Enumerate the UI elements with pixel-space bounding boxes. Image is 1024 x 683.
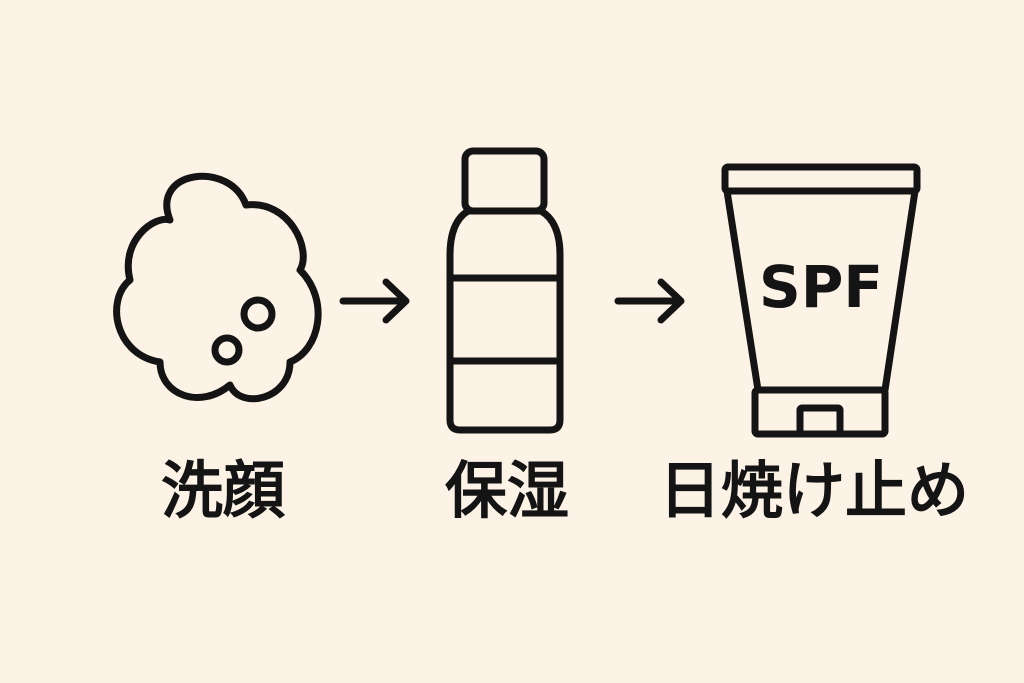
- tube-text-spf: SPF: [759, 253, 883, 321]
- step-sunscreen: SPF 日焼け止め: [659, 163, 969, 527]
- bubble-large-icon: [240, 296, 276, 332]
- step-label-cleansing: 洗顔: [161, 454, 286, 527]
- bottle-icon: [446, 147, 564, 434]
- sunscreen-tube-icon: SPF: [721, 163, 921, 438]
- bubble-small-icon: [211, 334, 243, 366]
- arrow-right-icon: [339, 278, 410, 324]
- foam-icon: [113, 172, 322, 403]
- step-cleansing: 洗顔: [113, 172, 322, 527]
- arrow-right-icon: [614, 278, 685, 324]
- step-moisturizing: 保湿: [445, 147, 569, 527]
- step-label-sunscreen: 日焼け止め: [659, 454, 969, 527]
- step-label-moisturizing: 保湿: [445, 454, 569, 527]
